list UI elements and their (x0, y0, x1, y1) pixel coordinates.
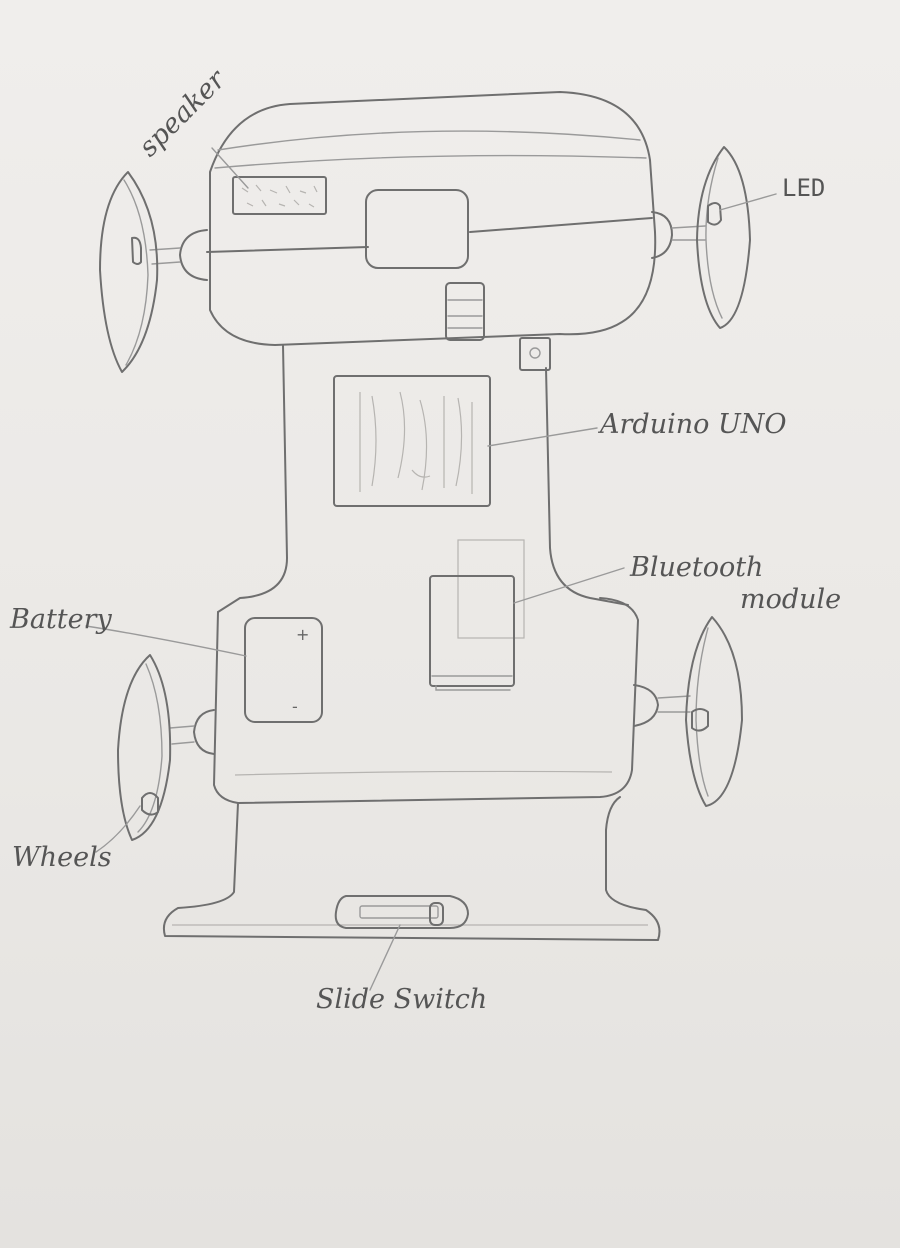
head-band-right (469, 217, 653, 233)
slide-switch-body (334, 895, 469, 929)
arduino-board (333, 375, 491, 507)
torso-right-edge (545, 367, 629, 606)
right-wheel-rim (695, 627, 709, 797)
head-top-line (217, 130, 641, 151)
led-label: LED (782, 174, 825, 202)
slide-switch-label: Slide Switch (316, 984, 487, 1015)
battery-minus: - (292, 697, 298, 716)
left-led-disc (99, 171, 159, 373)
wheels-label: Wheels (12, 842, 112, 873)
slide-switch-slot (359, 905, 439, 919)
left-ear-rod (149, 247, 181, 265)
slide-switch-knob (429, 902, 444, 926)
speaker-dots (241, 184, 318, 208)
right-led-disc-inner (705, 157, 723, 319)
arduino-board-traces (359, 391, 473, 494)
torso-left-edge (217, 344, 288, 613)
torso-button (519, 337, 551, 371)
head-top-line-2 (214, 154, 647, 169)
bluetooth-module (429, 575, 515, 687)
head-outline (209, 91, 657, 346)
lower-body-outline (213, 597, 639, 804)
led-leader (719, 193, 777, 211)
right-axle-hub (633, 684, 659, 727)
left-wheel (117, 654, 172, 841)
slide-switch-leader (369, 924, 401, 991)
left-axle-rod (169, 725, 195, 745)
right-wheel (685, 616, 743, 807)
left-led-icon (131, 236, 142, 265)
bluetooth-label-line2: module (740, 584, 841, 615)
speaker-label: speaker (133, 63, 233, 163)
bluetooth-outline-faint (457, 539, 525, 639)
left-led-disc-inner (123, 179, 149, 366)
arduino-label: Arduino UNO (597, 409, 786, 440)
right-led-icon (707, 202, 722, 226)
neck-connector (445, 282, 485, 341)
base-outline (162, 796, 661, 941)
lower-body-midline (234, 770, 613, 776)
battery-plus: + (296, 625, 309, 644)
left-ear-axle (179, 229, 208, 281)
battery-label: Battery (9, 604, 113, 635)
speaker-leader (211, 147, 249, 189)
arduino-leader (487, 427, 598, 447)
left-wheel-hub (141, 792, 159, 816)
right-wheel-hub (691, 708, 709, 732)
bluetooth-module-ledge (431, 675, 513, 691)
battery-leader (85, 625, 247, 657)
right-ear-rod (671, 225, 706, 241)
wheels-leader (95, 805, 141, 853)
neck-connector-stripes (447, 299, 483, 329)
right-axle-rod (657, 695, 691, 713)
head-display (365, 189, 469, 269)
torso-button-dot (529, 347, 541, 359)
bluetooth-label-line1: Bluetooth (629, 552, 763, 583)
right-led-disc (696, 146, 751, 329)
battery-box (244, 617, 323, 723)
left-axle-hub (193, 709, 215, 755)
right-ear-axle (651, 211, 673, 259)
head-band (206, 246, 369, 253)
left-wheel-rim (137, 663, 163, 833)
speaker-grille (232, 176, 327, 215)
bluetooth-leader (513, 567, 625, 604)
